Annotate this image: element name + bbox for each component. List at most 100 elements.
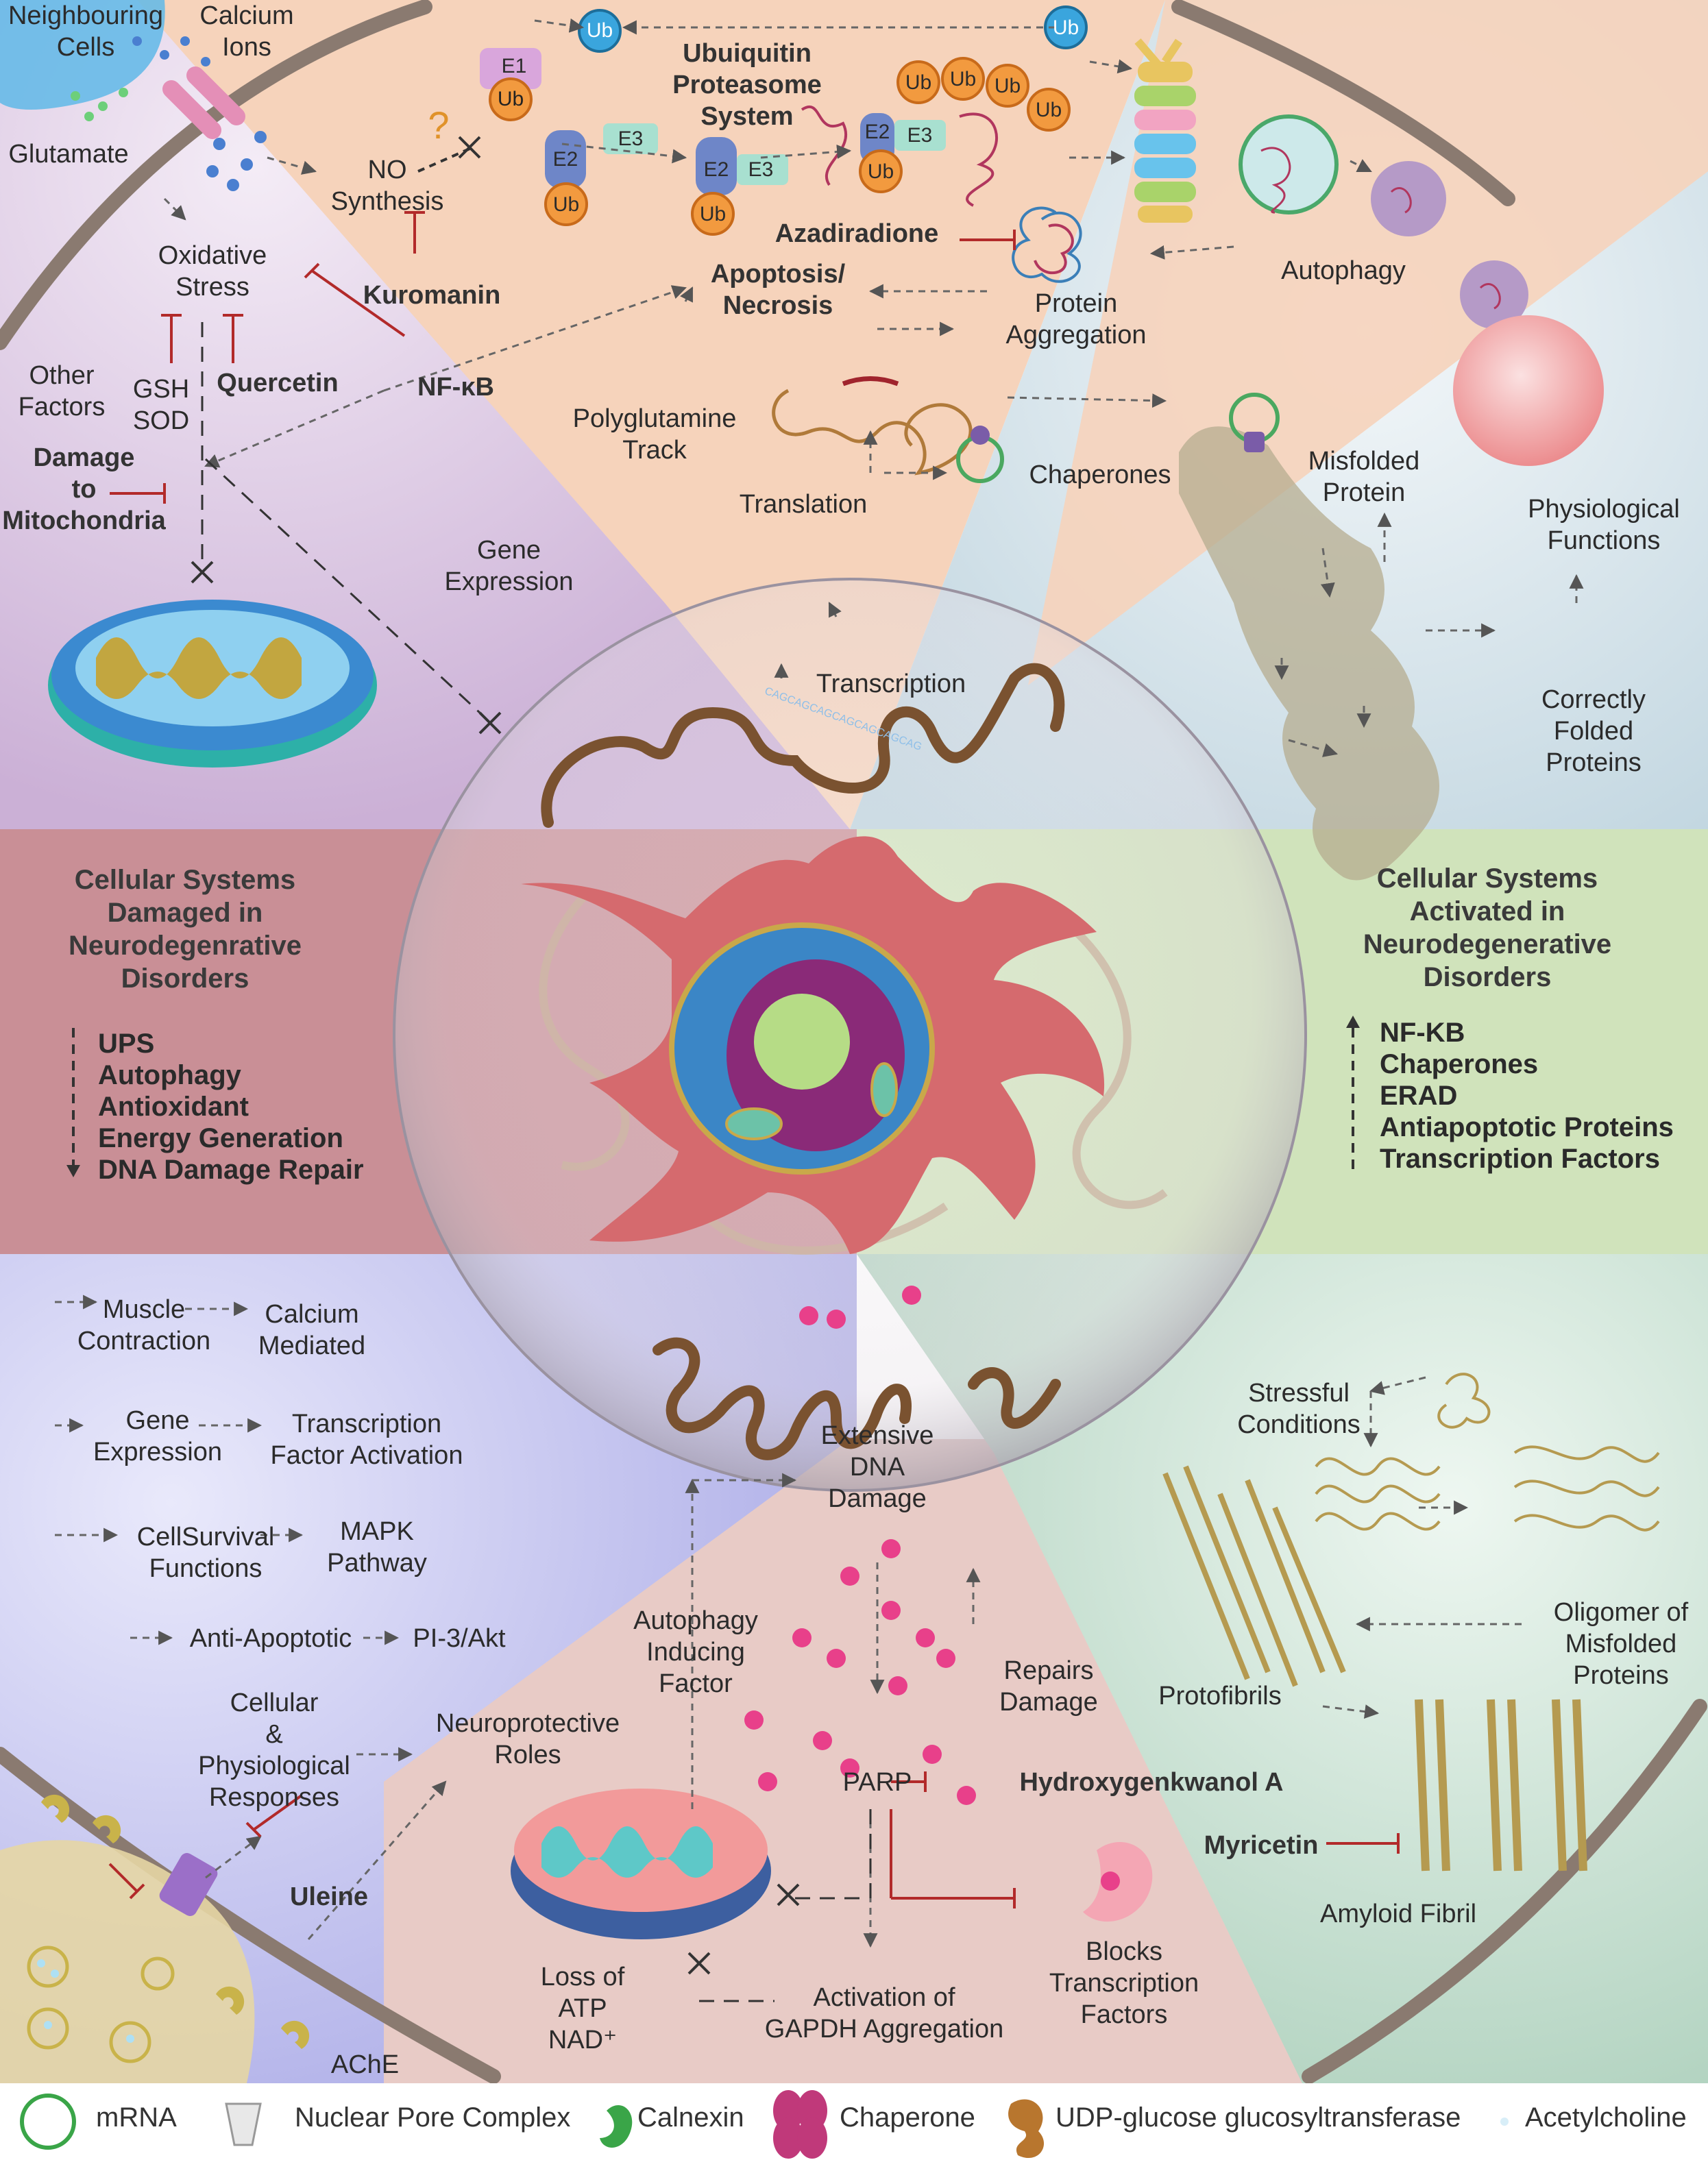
transcription-label: Transcription bbox=[816, 670, 966, 698]
right-box-item: ERAD bbox=[1380, 1081, 1458, 1111]
azadiradione-label: Azadiradione bbox=[774, 219, 939, 248]
left-box-title: Cellular Systems Damaged in Neurodegenra… bbox=[68, 865, 302, 994]
legend-udp: UDP-glucose glucosyltransferase bbox=[1056, 2102, 1461, 2133]
e1-label: E1 bbox=[501, 55, 527, 77]
ub-label-9: Ub bbox=[994, 75, 1021, 97]
ub-label-6: Ub bbox=[867, 160, 894, 183]
legend-calnexin: Calnexin bbox=[637, 2102, 744, 2133]
left-box-list: UPS Autophagy Antioxidant Energy Generat… bbox=[98, 1028, 364, 1186]
apoptosis-label: Apoptosis/ Necrosis bbox=[710, 260, 846, 320]
e2-label-3: E2 bbox=[864, 121, 890, 143]
amyloid-fibril-icon bbox=[1415, 1699, 1587, 1871]
calnexin-icon bbox=[600, 2104, 633, 2148]
cell-survival-label: CellSurvival Functions bbox=[136, 1523, 275, 1583]
autophagy-inducing-label: Autophagy Inducing Factor bbox=[633, 1606, 758, 1698]
gapdh-label: Activation of GAPDH Aggregation bbox=[764, 1983, 1004, 2044]
polyglutamine-label: Polyglutamine Track bbox=[572, 404, 737, 465]
legend-chaperone: Chaperone bbox=[840, 2102, 975, 2133]
myricetin-label: Myricetin bbox=[1204, 1831, 1319, 1860]
quercetin-label: Quercetin bbox=[217, 369, 339, 397]
ub-label-3: Ub bbox=[1052, 16, 1079, 39]
repairs-damage-label: Repairs Damage bbox=[999, 1656, 1098, 1717]
stressful-conditions-label: Stressful Conditions bbox=[1237, 1379, 1361, 1439]
endoplasmic-reticulum bbox=[1179, 426, 1439, 881]
physiological-functions-label: Physiological Functions bbox=[1528, 495, 1680, 555]
legend-acetylcholine: Acetylcholine bbox=[1525, 2102, 1687, 2133]
ub-label-10: Ub bbox=[1035, 99, 1062, 121]
glutamate-label: Glutamate bbox=[8, 140, 129, 169]
no-synthesis-label: NO Synthesis bbox=[330, 156, 444, 216]
autophagy-label: Autophagy bbox=[1281, 256, 1406, 285]
right-box-item: NF-KB bbox=[1380, 1018, 1465, 1048]
gsh-sod-label: GSH SOD bbox=[132, 375, 190, 435]
ache-label: AChE bbox=[330, 2050, 400, 2079]
left-box-item: Antioxidant bbox=[98, 1092, 249, 1122]
dna-strand-top bbox=[541, 663, 1065, 828]
ups-title: Ubuiquitin Proteasome System bbox=[672, 39, 822, 131]
unknown-mark: ? bbox=[428, 103, 450, 147]
parp-label: PARP bbox=[842, 1768, 912, 1797]
damage-mitochondria-label: Damage to Mitochondria bbox=[2, 443, 166, 535]
left-box-item: Energy Generation bbox=[98, 1123, 343, 1153]
pi3akt-label: PI-3/Akt bbox=[413, 1624, 506, 1653]
mitochondrion-bottom-icon bbox=[511, 1789, 771, 1939]
acetylcholine-icon bbox=[1500, 2118, 1509, 2126]
calcium-ions-label: Calcium Ions bbox=[199, 1, 294, 62]
right-box-title: Cellular Systems Activated in Neurodegen… bbox=[1363, 863, 1612, 992]
ub-label-7: Ub bbox=[905, 71, 932, 94]
ub-label-4: Ub bbox=[552, 193, 580, 216]
left-box-item: UPS bbox=[98, 1029, 155, 1059]
e3-label-1: E3 bbox=[618, 127, 644, 150]
legend-npc: Nuclear Pore Complex bbox=[295, 2102, 571, 2133]
dna-strand-bottom bbox=[652, 1337, 1061, 1460]
mapk-label: MAPK Pathway bbox=[327, 1517, 427, 1578]
mrna-icon bbox=[20, 2094, 76, 2150]
protofibrils-label: Protofibrils bbox=[1158, 1682, 1282, 1710]
neighbouring-cells-label: Neighbouring Cells bbox=[8, 1, 164, 62]
inhibition-lines bbox=[108, 211, 1400, 1909]
blocks-tf-label: Blocks Transcription Factors bbox=[1049, 1937, 1199, 2029]
left-box-item: DNA Damage Repair bbox=[98, 1155, 364, 1185]
misfolded-protein-label: Misfolded Protein bbox=[1308, 447, 1420, 507]
parp-molecules bbox=[744, 1286, 976, 1805]
other-factors-label: Other Factors bbox=[18, 361, 106, 421]
chaperones-top-label: Chaperones bbox=[1029, 461, 1171, 489]
cellular-responses-label: Cellular & Physiological Responses bbox=[198, 1689, 350, 1812]
udp-glucosyltransferase-icon bbox=[1008, 2099, 1045, 2159]
muscle-contraction-label: Muscle Contraction bbox=[77, 1295, 211, 1355]
gene-expression-top-label: Gene Expression bbox=[444, 536, 574, 596]
bottom-right-panel bbox=[857, 1254, 1708, 2083]
amyloid-fibril-label: Amyloid Fibril bbox=[1319, 1900, 1477, 1928]
e2-label-1: E2 bbox=[552, 148, 578, 171]
nfkb-label: NF-κB bbox=[417, 373, 494, 402]
right-box-item: Chaperones bbox=[1380, 1049, 1539, 1079]
hydroxygenkwanol-label: Hydroxygenkwanol A bbox=[1019, 1768, 1284, 1797]
mitochondrion-icon bbox=[48, 600, 377, 768]
left-box-item: Autophagy bbox=[98, 1060, 241, 1090]
diagram-artwork bbox=[0, 0, 1708, 2083]
neuron-cell-icon bbox=[521, 836, 1105, 1254]
kuromanin-label: Kuromanin bbox=[363, 281, 501, 310]
lysosome-icon bbox=[1453, 315, 1604, 466]
e3-label-2: E3 bbox=[748, 158, 774, 181]
gene-expression-bottom-label: Gene Expression bbox=[93, 1406, 222, 1466]
e3-label-3: E3 bbox=[907, 124, 933, 147]
neuroprotective-label: Neuroprotective Roles bbox=[435, 1709, 620, 1769]
tf-activation-label: Transcription Factor Activation bbox=[270, 1410, 463, 1470]
extensive-dna-damage-label: Extensive DNA Damage bbox=[820, 1421, 934, 1513]
translation-label: Translation bbox=[739, 490, 868, 519]
ub-label-8: Ub bbox=[949, 68, 977, 90]
protein-aggregate-icon bbox=[1012, 206, 1082, 283]
right-box-item: Transcription Factors bbox=[1380, 1144, 1660, 1174]
oligomer-label: Oligomer of Misfolded Proteins bbox=[1553, 1598, 1689, 1690]
right-box-list: NF-KB Chaperones ERAD Antiapoptotic Prot… bbox=[1380, 1017, 1674, 1175]
legend-icons bbox=[20, 2090, 1509, 2159]
e2-label-2: E2 bbox=[703, 158, 729, 181]
correctly-folded-label: Correctly Folded Proteins bbox=[1541, 685, 1646, 777]
loss-atp-label: Loss of ATP NAD⁺ bbox=[540, 1963, 625, 2054]
ub-label-2: Ub bbox=[586, 19, 613, 42]
oxidative-stress-label: Oxidative Stress bbox=[158, 241, 267, 302]
right-box-item: Antiapoptotic Proteins bbox=[1380, 1112, 1674, 1142]
ub-label-5: Ub bbox=[699, 203, 727, 225]
